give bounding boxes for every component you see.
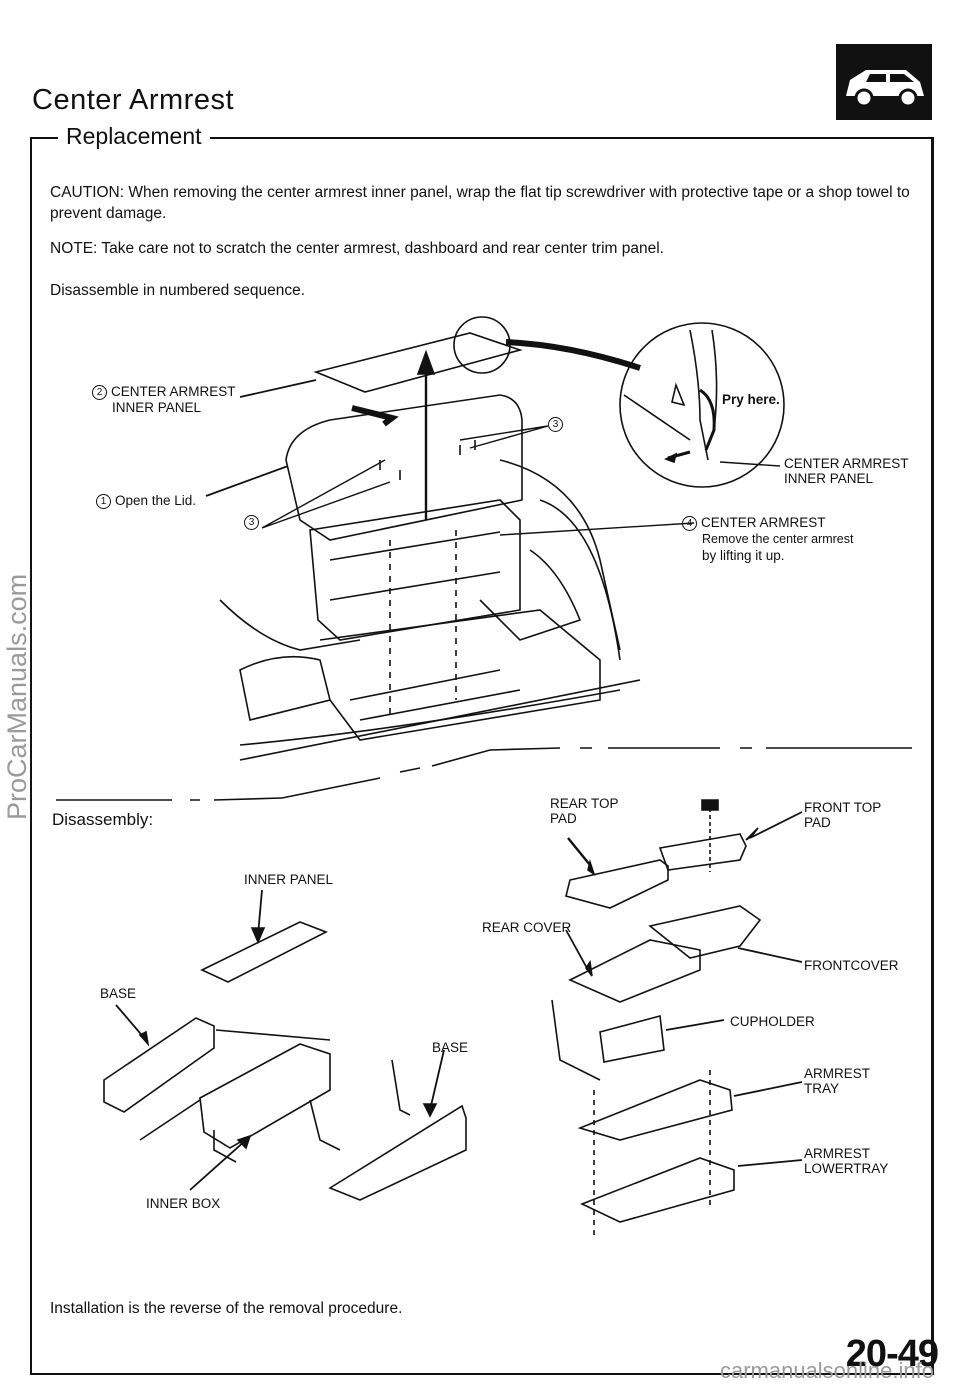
step-1-text: Open the Lid. [115, 493, 197, 508]
removal-drawing [56, 316, 912, 801]
step-number: 3 [244, 515, 259, 530]
detail-label-line1: CENTER ARMREST [784, 456, 909, 471]
pry-here-label: Pry here. [722, 392, 780, 407]
step-4-line1: CENTER ARMREST [701, 515, 826, 530]
rear-top-pad-line1: REAR TOP [550, 796, 619, 811]
watermark-bottom: carmanualsonline.info [719, 1358, 934, 1383]
rear-top-pad-line2: PAD [550, 811, 577, 826]
front-top-pad-line2: PAD [804, 815, 831, 830]
caution-note: CAUTION: When removing the center armres… [50, 184, 910, 222]
content-frame [30, 137, 934, 1375]
step-4-label: 4 CENTER ARMREST [682, 515, 826, 531]
sequence-note: Disassemble in numbered sequence. [50, 282, 306, 299]
step-4-line3: by lifting it up. [702, 548, 785, 563]
cupholder-label: CUPHOLDER [730, 1014, 815, 1029]
armrest-tray-line1: ARMREST [804, 1066, 871, 1081]
front-cover-label: FRONTCOVER [804, 958, 899, 973]
section-heading: Replacement [58, 123, 210, 150]
installation-note: Installation is the reverse of the remov… [50, 1300, 403, 1317]
step-2-line1: CENTER ARMREST [111, 384, 236, 399]
step-3-right-label: 3 [548, 416, 567, 432]
detail-label-line2: INNER PANEL [784, 471, 874, 486]
step-number: 3 [548, 417, 563, 432]
front-top-pad-line1: FRONT TOP [804, 800, 882, 815]
armrest-lower-tray-line1: ARMREST [804, 1146, 871, 1161]
disassembly-heading: Disassembly: [52, 810, 154, 829]
step-4-line2: Remove the center armrest [702, 532, 854, 546]
page-title: Center Armrest [32, 84, 234, 116]
car-icon [836, 44, 932, 120]
inner-box-label: INNER BOX [146, 1196, 221, 1211]
step-3-left-label: 3 [244, 514, 263, 530]
disassembly-left [103, 889, 467, 1201]
watermark-side: ProCarManuals.com [2, 573, 32, 820]
page-number: 20-49 [845, 1333, 939, 1375]
step-number: 1 [96, 494, 111, 509]
step-2-line2: INNER PANEL [112, 400, 202, 415]
step-2-label: 2 CENTER ARMREST [92, 384, 236, 400]
step-number: 4 [682, 516, 697, 531]
armrest-lower-tray-line2: LOWERTRAY [804, 1161, 889, 1176]
disassembly-right [551, 799, 803, 1240]
step-1-label: 1 Open the Lid. [96, 493, 196, 509]
inner-panel-label: INNER PANEL [244, 872, 334, 887]
armrest-tray-line2: TRAY [804, 1081, 840, 1096]
note-text: NOTE: Take care not to scratch the cente… [50, 240, 664, 257]
base-right-label: BASE [432, 1040, 469, 1055]
car-silhouette-icon [846, 70, 924, 108]
base-left-label: BASE [100, 986, 137, 1001]
step-number: 2 [92, 385, 107, 400]
rear-cover-label: REAR COVER [482, 920, 572, 935]
